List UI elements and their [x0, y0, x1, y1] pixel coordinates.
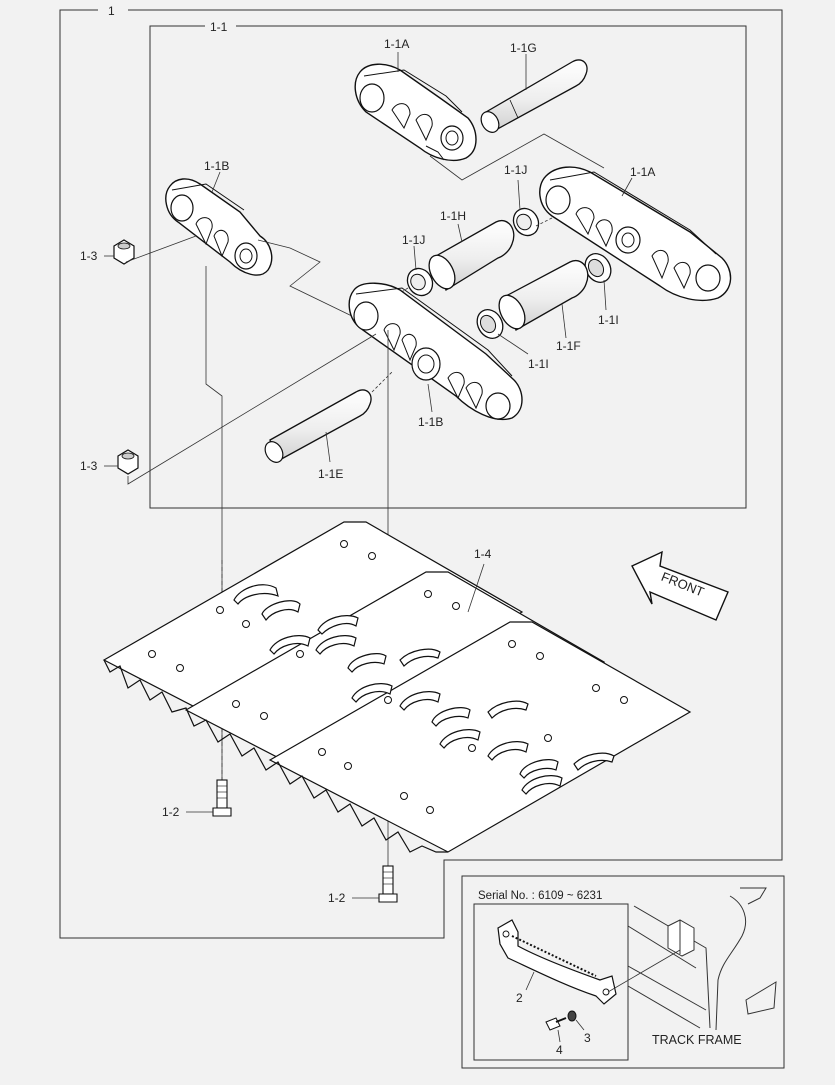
assembly-label: 1 [108, 4, 115, 18]
seal-1i-center-label: 1-1I [528, 357, 549, 371]
track-shoes-1-4 [102, 521, 692, 853]
link-1b-left-label: 1-1B [204, 159, 229, 173]
spacer-1j-left-label: 1-1J [402, 233, 425, 247]
spacer-1-1j-left [406, 267, 434, 297]
link-assembly-label: 1-1 [210, 20, 228, 34]
inset-part-3-washer [567, 1010, 577, 1022]
inset-frame: Serial No. : 6109 ~ 6231 [461, 875, 785, 1069]
bolt-1-2-upper [212, 779, 232, 817]
link-1a-top-label: 1-1A [384, 37, 409, 51]
link-1a-right-label: 1-1A [630, 165, 655, 179]
bushing-1f-label: 1-1F [556, 339, 581, 353]
link-1-1b-center [348, 282, 523, 420]
shoe-bolt-holes [148, 540, 628, 814]
track-frame-sketch [627, 887, 777, 1031]
shoe-label: 1-4 [474, 547, 492, 561]
inset-part-4-label: 4 [556, 1043, 563, 1057]
nut-1-3-lower [117, 449, 139, 475]
bolt-1-2-lower [378, 865, 398, 903]
bolt-lower-label: 1-2 [328, 891, 346, 905]
pin-1-1e [264, 389, 372, 463]
spacer-1j-top-label: 1-1J [504, 163, 527, 177]
bolt-upper-label: 1-2 [162, 805, 180, 819]
link-1b-center-label: 1-1B [418, 415, 443, 429]
bushing-1h-label: 1-1H [440, 209, 466, 223]
nut-upper-label: 1-3 [80, 249, 98, 263]
inset-part-3-label: 3 [584, 1031, 591, 1045]
seal-1-1i-center [476, 309, 504, 339]
bushing-1-1h [428, 220, 515, 291]
nut-1-3-upper [113, 239, 135, 265]
link-1-1a-top [354, 63, 477, 162]
link-1-1a-right [539, 166, 732, 302]
front-arrow-icon: FRONT [631, 550, 729, 621]
seal-1i-right-label: 1-1I [598, 313, 619, 327]
inset-part-4-bolt [545, 1017, 567, 1031]
inset-serial: Serial No. : 6109 ~ 6231 [478, 890, 602, 902]
inset-part-2-bracket [497, 919, 617, 1005]
seal-1-1i-right [584, 253, 612, 283]
bushing-1-1f [498, 260, 589, 331]
nut-lower-label: 1-3 [80, 459, 98, 473]
track-frame-label: TRACK FRAME [652, 1033, 742, 1047]
spacer-1-1j-top [512, 207, 540, 237]
link-1-1b-left [165, 178, 273, 276]
inset-part-2-label: 2 [516, 991, 523, 1005]
pin-1-1g [480, 59, 588, 133]
link-assembly-frame: 1-1 [149, 20, 747, 509]
pin-1e-label: 1-1E [318, 467, 343, 481]
pin-1g-label: 1-1G [510, 41, 537, 55]
outer-frame: 1 [59, 4, 783, 939]
